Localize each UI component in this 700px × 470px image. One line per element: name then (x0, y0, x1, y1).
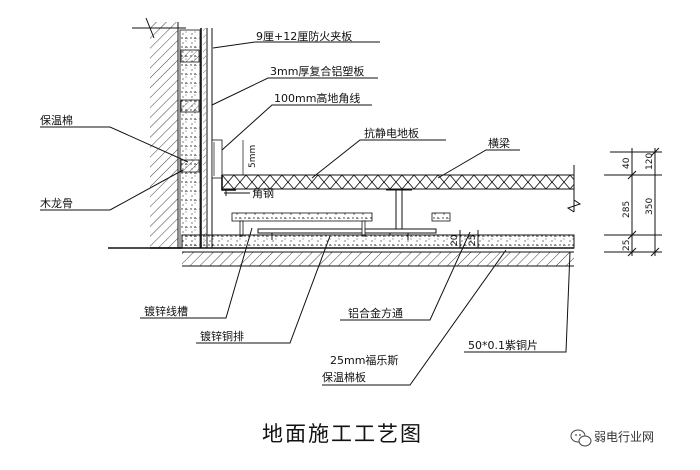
dim-25b: 25 (468, 235, 478, 246)
wechat-icon (570, 429, 592, 447)
diagram-title: 地面施工工艺图 (262, 422, 423, 446)
slab (108, 247, 574, 267)
label-copper-strip: 50*0.1紫铜片 (468, 338, 538, 352)
label-galv-trough: 镀锌线槽 (144, 304, 188, 318)
dim-285: 285 (622, 201, 632, 218)
watermark-text: 弱电行业网 (594, 430, 654, 444)
label-galv-copper-bar: 镀锌铜排 (200, 329, 244, 343)
dimension-lines (604, 147, 662, 257)
dim-350: 350 (645, 198, 655, 215)
label-al-plastic: 3mm厚复合铝塑板 (270, 64, 364, 78)
dim-5mm: 5mm (248, 145, 258, 168)
label-fire-board: 9厘+12厘防火夹板 (256, 29, 352, 43)
label-antistatic-floor: 抗静电地板 (364, 126, 419, 140)
label-foam-board-1: 25mm福乐斯 (330, 353, 398, 367)
antistatic-floor (221, 165, 582, 213)
label-al-square: 铝合金方通 (348, 306, 403, 320)
label-wood-keel: 木龙骨 (40, 197, 73, 210)
pedestal (386, 188, 412, 236)
label-cross-beam: 横梁 (488, 136, 510, 150)
cable-tray (231, 212, 451, 240)
dim-20: 20 (450, 234, 460, 246)
dim-120: 120 (645, 153, 655, 170)
insulation-board (181, 234, 575, 249)
label-insulation-cotton: 保温棉 (40, 113, 73, 127)
label-angle-steel: 角钢 (252, 187, 274, 200)
wall (132, 17, 223, 249)
watermark: 弱电行业网 (570, 429, 654, 447)
dim-40: 40 (622, 157, 632, 169)
dim-25: 25 (622, 240, 632, 251)
label-skirting: 100mm高地角线 (274, 91, 360, 105)
leader-lines (40, 41, 571, 386)
label-foam-board-2: 保温棉板 (322, 370, 366, 384)
